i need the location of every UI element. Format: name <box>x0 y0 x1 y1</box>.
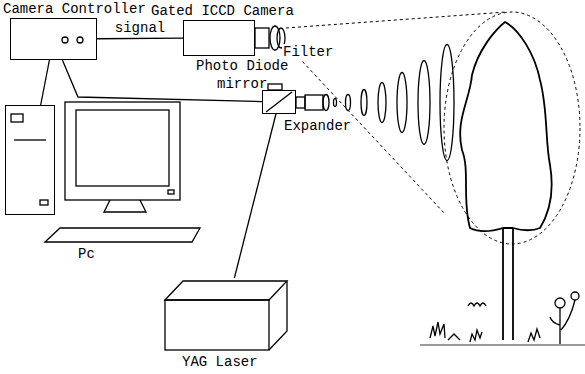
mirror <box>266 92 292 112</box>
wavefront <box>378 83 386 123</box>
part-label: Filter <box>282 44 334 60</box>
view-ellipse <box>444 12 580 244</box>
node-label: Gated ICCD Camera <box>151 3 294 19</box>
wire <box>97 38 183 40</box>
expander <box>296 97 305 108</box>
laser-side <box>269 281 287 350</box>
camera-lens <box>255 28 269 48</box>
port <box>62 37 68 43</box>
controller-box: Camera Controller <box>10 18 97 60</box>
laser-box: YAG Laser <box>160 278 290 352</box>
node-label: YAG Laser <box>182 354 258 370</box>
drive-slot <box>11 114 23 122</box>
wavefront <box>397 73 407 133</box>
wavefront <box>440 45 454 161</box>
view-line <box>286 12 506 28</box>
port <box>77 37 83 43</box>
wavefront <box>346 95 351 111</box>
node-label: Pc <box>78 246 95 262</box>
signal-label: signal <box>114 20 166 36</box>
wire <box>41 60 50 105</box>
screen <box>76 110 169 186</box>
power-button <box>40 200 48 205</box>
wavefront <box>418 61 430 145</box>
monitor-stand <box>104 200 146 212</box>
grass <box>528 329 540 342</box>
wire <box>234 114 276 278</box>
expander-lens <box>323 95 329 111</box>
grass <box>470 330 482 342</box>
flower <box>555 298 565 308</box>
grass <box>430 322 460 340</box>
drive-slot <box>14 139 46 140</box>
part-label: Expander <box>283 118 352 134</box>
camera-box: Gated ICCD Camera <box>183 20 255 56</box>
keyboard <box>45 228 200 242</box>
wavefront <box>334 99 337 107</box>
ground <box>420 345 585 346</box>
laser-top <box>165 281 287 300</box>
monitor-button <box>168 190 174 194</box>
flower-stem <box>550 300 575 344</box>
tree-trunk <box>502 228 504 340</box>
flower <box>571 292 579 300</box>
grass <box>468 303 486 306</box>
wavefront <box>361 90 367 116</box>
pc-tower: Pc <box>5 105 55 215</box>
part-label: Photo Diode <box>195 58 289 74</box>
tree-canopy <box>460 22 552 231</box>
node-label: mirror <box>217 76 267 92</box>
expander <box>305 95 323 110</box>
monitor <box>65 102 180 200</box>
wavefronts <box>334 45 455 161</box>
laser-front <box>165 300 269 350</box>
tree-trunk <box>512 228 514 340</box>
node-label: Camera Controller <box>3 1 146 17</box>
mirror-box: mirror <box>262 90 296 114</box>
